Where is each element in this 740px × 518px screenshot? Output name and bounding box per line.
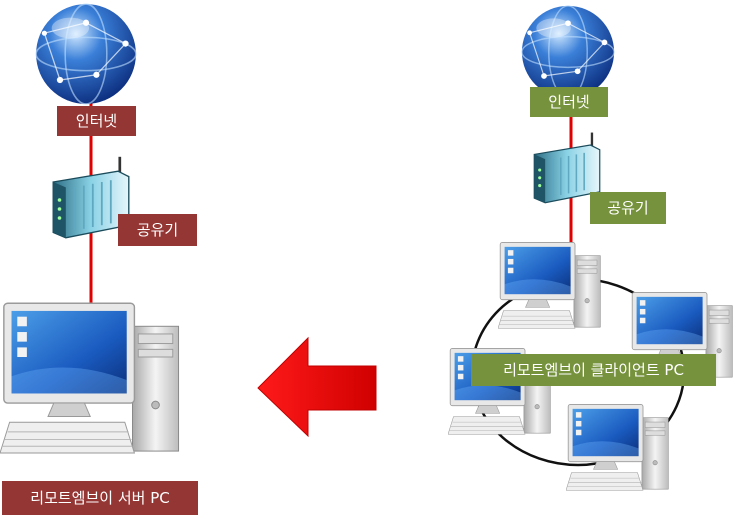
server-pc-label: 리모트엠브이 서버 PC [2,481,198,515]
client-internet-label: 인터넷 [530,87,608,117]
server-internet-label: 인터넷 [57,106,136,136]
client-pc-icon-bottom [566,404,669,491]
client-pc-icon-top [498,242,601,329]
server-pc-icon [0,302,180,454]
server-router-label: 공유기 [118,214,197,246]
client-network-label: 리모트엠브이 클라이언트 PC [471,354,716,386]
client-router-label: 공유기 [590,192,666,224]
server-internet-globe-icon [35,3,137,105]
client-internet-globe-icon [521,5,615,99]
direction-arrow-left-icon [257,336,377,438]
